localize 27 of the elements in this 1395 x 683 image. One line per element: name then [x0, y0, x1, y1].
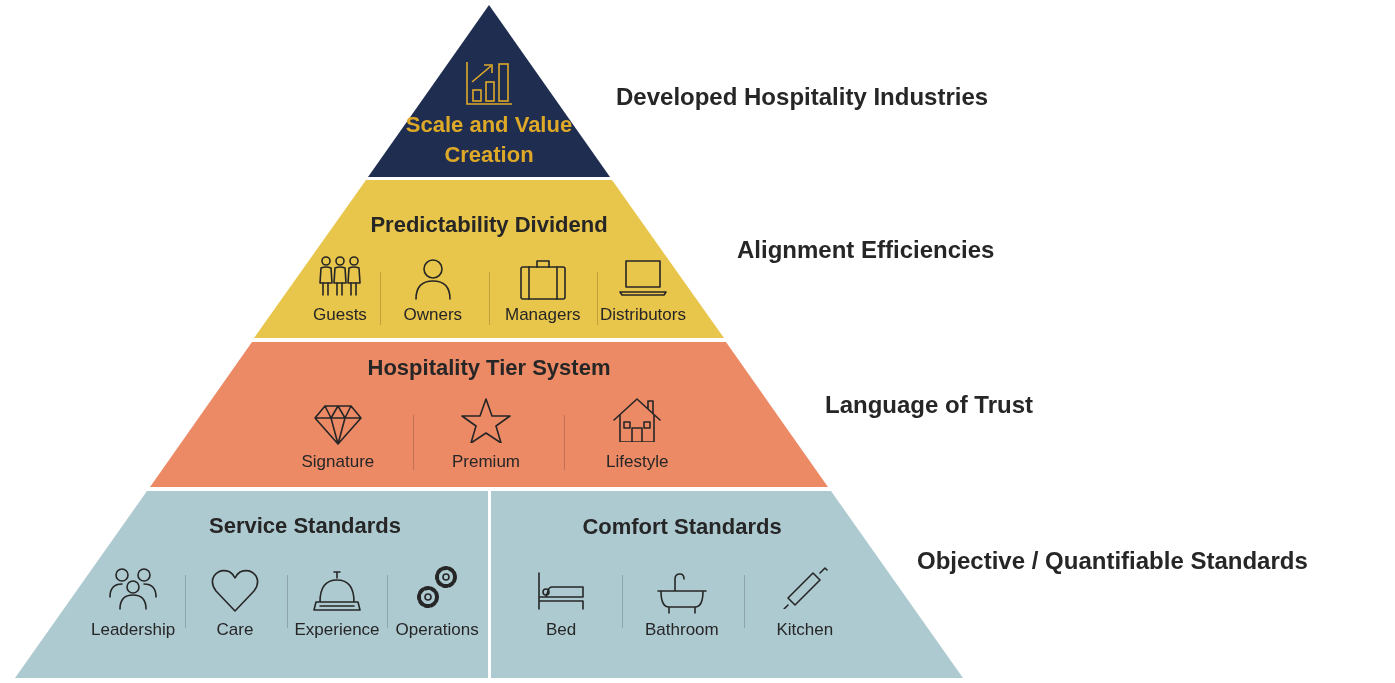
category-label: Signature [301, 452, 375, 472]
pyramid-tier [150, 342, 828, 487]
pyramid-tier [368, 5, 610, 177]
tier-caption: Objective / Quantifiable Standards [917, 547, 1308, 575]
category-label: Premium [452, 452, 520, 472]
category-label: Experience [294, 620, 380, 640]
category-label: Guests [313, 305, 367, 325]
tier-title: Service Standards [208, 512, 402, 540]
tier-caption: Language of Trust [825, 391, 1033, 419]
tier-title: Predictability Dividend [369, 211, 609, 239]
tier-title: Hospitality Tier System [366, 354, 612, 382]
category-label: Owners [403, 305, 463, 325]
category-label: Distributors [600, 305, 686, 325]
tier-caption: Alignment Efficiencies [737, 236, 995, 264]
tier-title: Scale and Value Creation [404, 111, 574, 169]
pyramid-tier [15, 491, 488, 678]
tier-caption: Developed Hospitality Industries [616, 83, 989, 111]
pyramid-tier [254, 180, 724, 338]
category-label: Bathroom [645, 620, 719, 640]
category-label: Lifestyle [606, 452, 669, 472]
category-label: Bed [546, 620, 577, 640]
category-label: Kitchen [776, 620, 834, 640]
category-label: Operations [395, 620, 479, 640]
category-label: Managers [505, 305, 581, 325]
category-label: Leadership [91, 620, 176, 640]
category-label: Care [216, 620, 254, 640]
tier-title: Comfort Standards [581, 513, 783, 541]
